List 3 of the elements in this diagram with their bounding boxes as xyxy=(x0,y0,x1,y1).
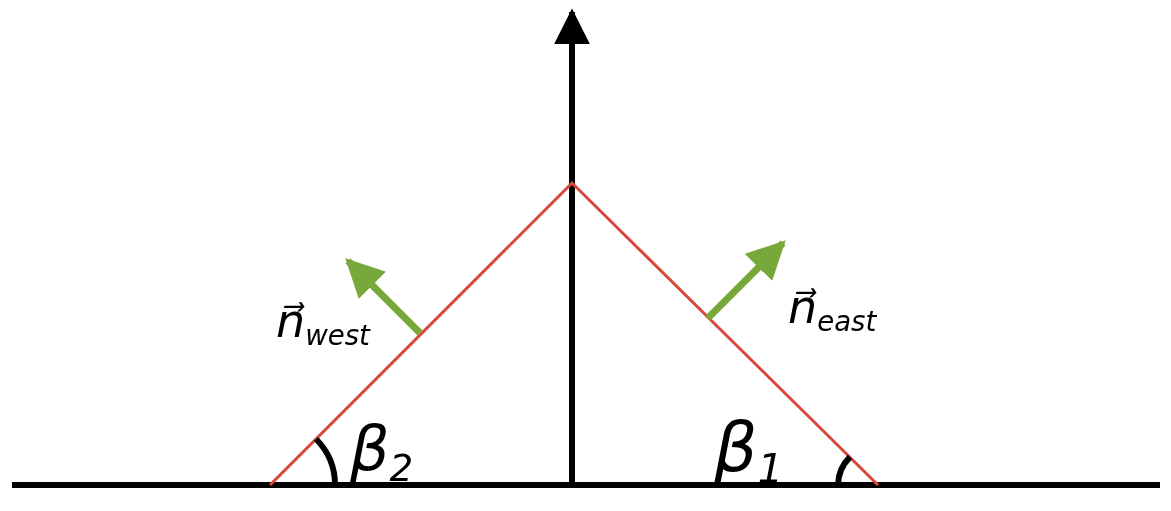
angle-label: β$_{2}$ xyxy=(350,418,414,488)
vector-label: n⃗$_{west}$ xyxy=(276,298,370,350)
vector-label: n⃗$_{east}$ xyxy=(788,284,877,336)
